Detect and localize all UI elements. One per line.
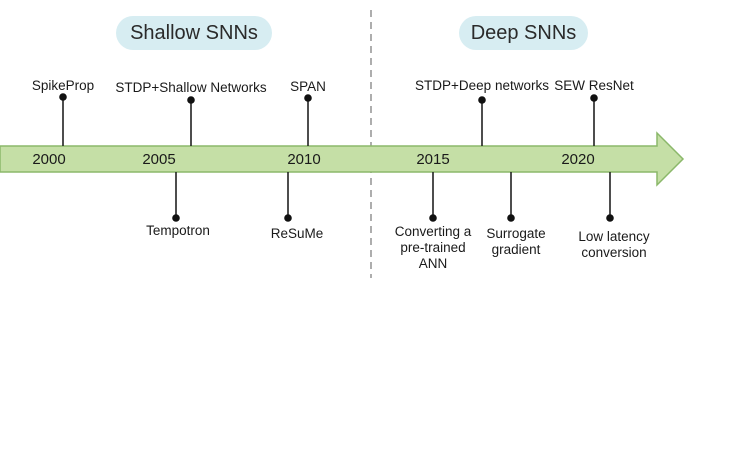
event-spikeprop: SpikeProp xyxy=(31,78,95,93)
event-stdp-shallow: STDP+Shallow Networks xyxy=(115,80,267,95)
event-converting-line3: ANN xyxy=(418,256,448,271)
year-2015: 2015 xyxy=(416,151,450,168)
event-sew-resnet: SEW ResNet xyxy=(554,78,634,93)
event-surrogate: Surrogate gradient xyxy=(466,226,566,258)
event-converting-line1: Converting a xyxy=(394,224,472,239)
event-surrogate-line2: gradient xyxy=(491,242,541,257)
year-2020: 2020 xyxy=(561,151,595,168)
dot-sew-resnet xyxy=(590,94,598,102)
event-low-latency: Low latency conversion xyxy=(559,229,669,261)
event-tempotron: Tempotron xyxy=(146,223,210,238)
era-deep-pill: Deep SNNs xyxy=(459,16,588,50)
year-2010: 2010 xyxy=(287,151,321,168)
dot-converting xyxy=(429,214,437,222)
event-surrogate-line1: Surrogate xyxy=(486,226,546,241)
year-2000: 2000 xyxy=(32,151,66,168)
dot-surrogate xyxy=(507,214,515,222)
event-converting: Converting a pre-trained ANN xyxy=(378,224,488,272)
event-span: SPAN xyxy=(290,79,326,94)
dot-resume xyxy=(284,214,292,222)
dot-tempotron xyxy=(172,214,180,222)
era-shallow-pill: Shallow SNNs xyxy=(116,16,272,50)
dot-stdp-deep xyxy=(478,96,486,104)
event-low-latency-line2: conversion xyxy=(581,245,647,260)
event-low-latency-line1: Low latency xyxy=(578,229,650,244)
event-stdp-deep: STDP+Deep networks xyxy=(415,78,549,93)
dot-low-latency xyxy=(606,214,614,222)
event-resume: ReSuMe xyxy=(270,226,324,241)
dot-span xyxy=(304,94,312,102)
timeline-arrow xyxy=(0,131,685,187)
event-converting-line2: pre-trained xyxy=(400,240,466,255)
dot-spikeprop xyxy=(59,93,67,101)
dot-stdp-shallow xyxy=(187,96,195,104)
year-2005: 2005 xyxy=(142,151,176,168)
